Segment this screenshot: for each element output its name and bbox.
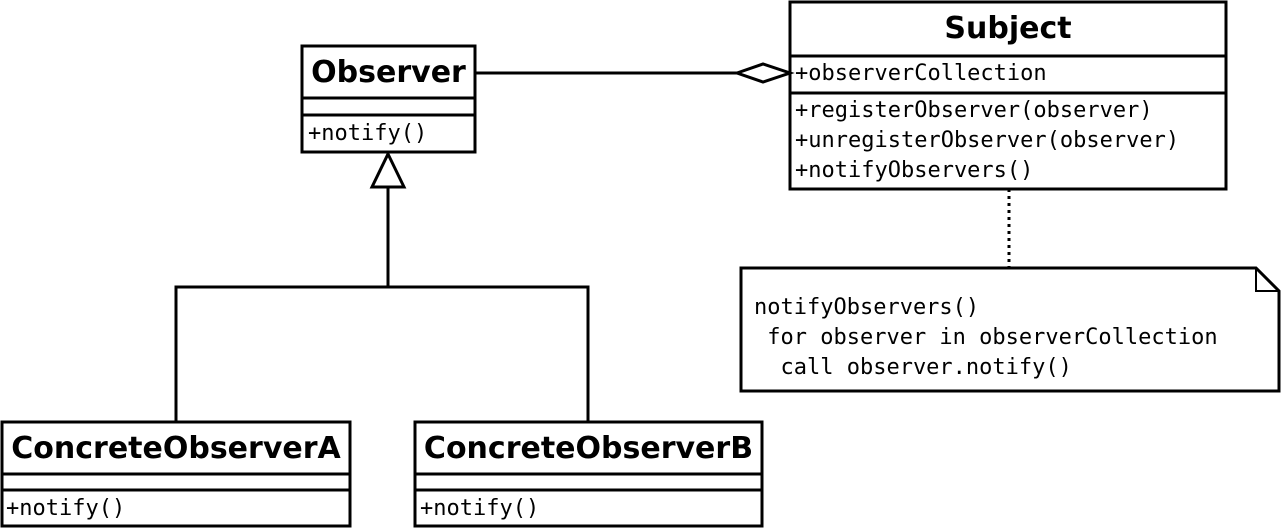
concrete-observer-a-class[interactable]: ConcreteObserverA +notify() (0, 420, 352, 528)
subject-class[interactable]: Subject +observerCollection +registerObs… (788, 0, 1228, 191)
observer-class-name: Observer (311, 55, 466, 90)
subject-class-name: Subject (944, 11, 1071, 46)
note-line-3: call observer.notify() (754, 355, 1072, 380)
note-folded-corner-icon (1255, 268, 1279, 292)
subject-class-box (788, 0, 1228, 191)
note-line-1: notifyObservers() (754, 295, 979, 320)
concrete-observer-b-method: +notify() (420, 496, 539, 521)
generalization-branch-line (174, 285, 590, 422)
subject-method-notify-observers: +notifyObservers() (795, 158, 1033, 183)
concrete-observer-a-name: ConcreteObserverA (11, 431, 341, 466)
concrete-observer-a-method: +notify() (6, 496, 125, 521)
subject-attribute: +observerCollection (795, 61, 1047, 86)
observer-method: +notify() (308, 121, 427, 146)
concrete-observer-b-class[interactable]: ConcreteObserverB +notify() (413, 420, 764, 528)
observer-class[interactable]: Observer +notify() (300, 44, 477, 154)
concrete-observer-b-name: ConcreteObserverB (424, 431, 753, 466)
note-box (739, 266, 1281, 393)
note-line-2: for observer in observerCollection (754, 325, 1218, 350)
subject-method-register: +registerObserver(observer) (795, 98, 1153, 123)
subject-method-unregister: +unregisterObserver(observer) (795, 128, 1179, 153)
aggregation-connector (475, 62, 795, 84)
note[interactable]: notifyObservers() for observer in observ… (739, 266, 1281, 393)
generalization-triangle-icon (369, 150, 407, 189)
generalization-connector (174, 150, 590, 422)
aggregation-diamond-icon (732, 62, 795, 84)
